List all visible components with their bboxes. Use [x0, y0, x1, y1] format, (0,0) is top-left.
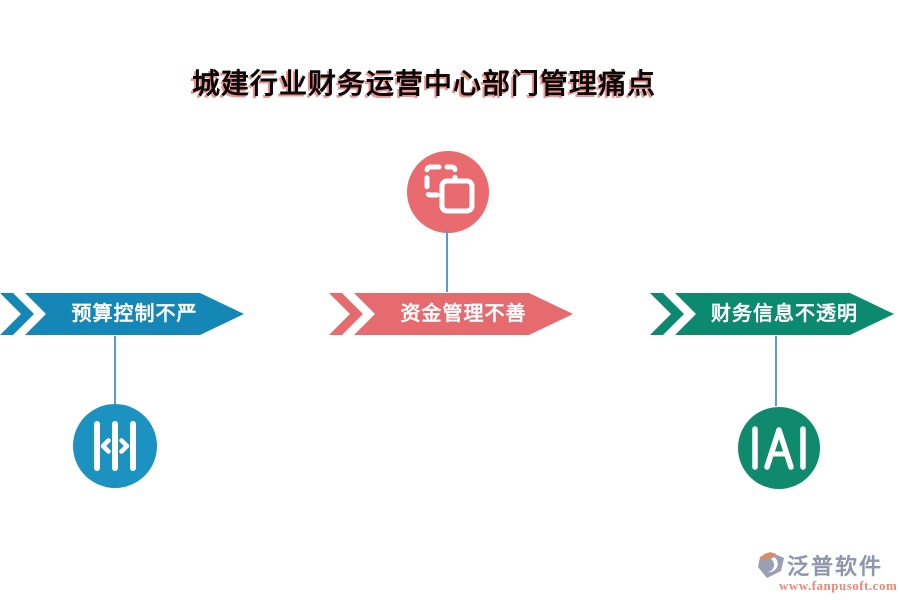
arrow-tail-chevron [329, 293, 363, 335]
banner-label-budget-control: 预算控制不严 [71, 303, 198, 325]
banner-financial-transparency [650, 292, 895, 336]
connector-line-middle [446, 230, 448, 292]
arrow-banner-shape [329, 293, 573, 335]
page-title: 城建行业财务运营中心部门管理痛点 [191, 68, 656, 99]
circle-background [738, 407, 820, 489]
pain-point-circle-funds [406, 150, 490, 234]
arrow-body [354, 293, 573, 335]
banner-funds-management [329, 292, 574, 336]
connector-line-left [114, 336, 116, 404]
pain-point-circle-transparency [737, 406, 821, 490]
banner-label-financial-transparency: 财务信息不透明 [711, 303, 858, 325]
banner-label-funds-management: 资金管理不善 [400, 303, 527, 325]
brand-name: 泛普软件 [787, 554, 884, 579]
brand-url: www.fanpusoft.com [779, 578, 898, 593]
split-bars-icon [94, 421, 136, 471]
arrow-tail-chevron [650, 293, 684, 335]
copy-squares-icon [424, 164, 475, 214]
arrow-tail-chevron [0, 293, 34, 335]
arrow-banner-shape [0, 293, 244, 335]
arrow-banner-shape [650, 293, 894, 335]
connector-line-right [775, 336, 777, 406]
pain-point-circle-budget [72, 403, 158, 489]
a-between-bars-icon [752, 426, 806, 470]
arrow-body [25, 293, 244, 335]
banner-budget-control [0, 292, 245, 336]
arrow-body [675, 293, 894, 335]
fanpu-swirl-logo-icon [758, 552, 784, 578]
